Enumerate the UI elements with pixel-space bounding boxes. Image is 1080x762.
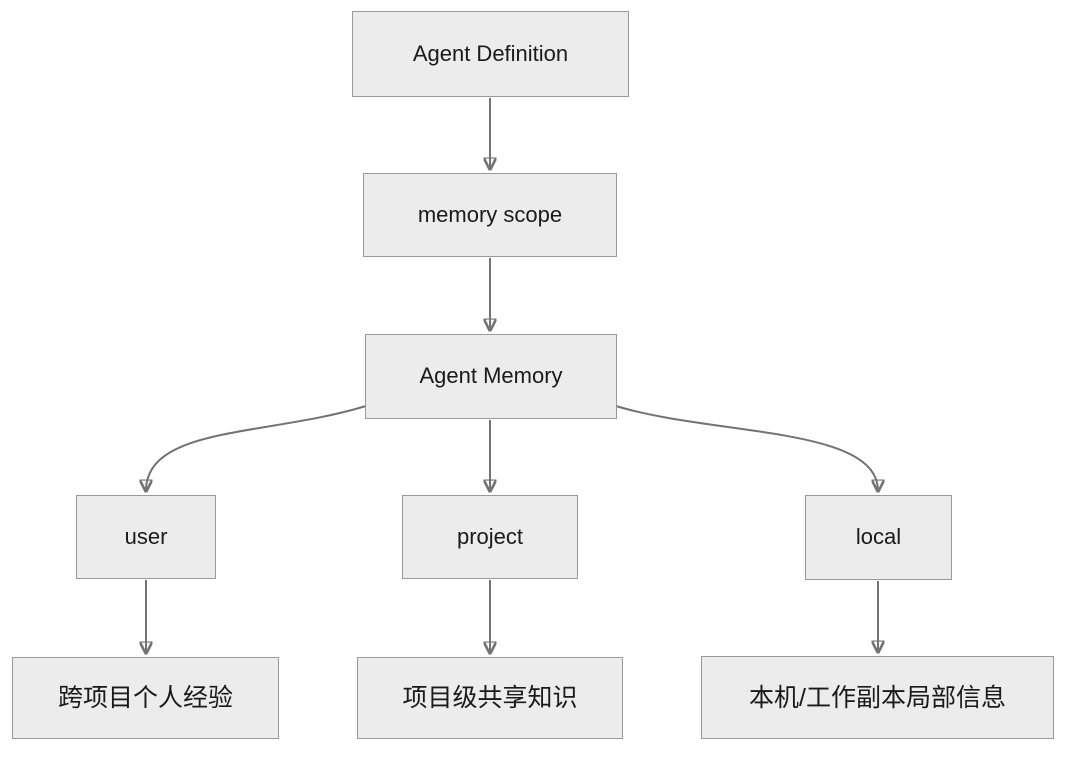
edge-agent-memory-to-user [146, 405, 367, 491]
node-project-label: project [456, 523, 524, 549]
node-agent-memory: Agent Memory [365, 334, 617, 419]
node-project: project [402, 495, 578, 579]
node-cross-project-personal-experience-label: 跨项目个人经验 [57, 684, 233, 712]
node-memory-scope: memory scope [363, 173, 617, 257]
node-agent-definition-label: Agent Definition [412, 40, 569, 66]
node-user-label: user [124, 523, 168, 549]
edge-agent-memory-to-local [615, 405, 878, 491]
node-cross-project-personal-experience: 跨项目个人经验 [12, 657, 279, 739]
node-user: user [76, 495, 216, 579]
node-memory-scope-label: memory scope [417, 201, 563, 227]
node-agent-memory-label: Agent Memory [419, 363, 563, 389]
node-local-machine-working-copy-info: 本机/工作副本局部信息 [701, 656, 1054, 739]
node-agent-definition: Agent Definition [352, 11, 629, 97]
node-local-label: local [855, 524, 902, 550]
node-local-machine-working-copy-info-label: 本机/工作副本局部信息 [749, 683, 1006, 712]
node-project-level-shared-knowledge: 项目级共享知识 [357, 657, 623, 739]
node-local: local [805, 495, 952, 580]
node-project-level-shared-knowledge-label: 项目级共享知识 [402, 684, 578, 712]
